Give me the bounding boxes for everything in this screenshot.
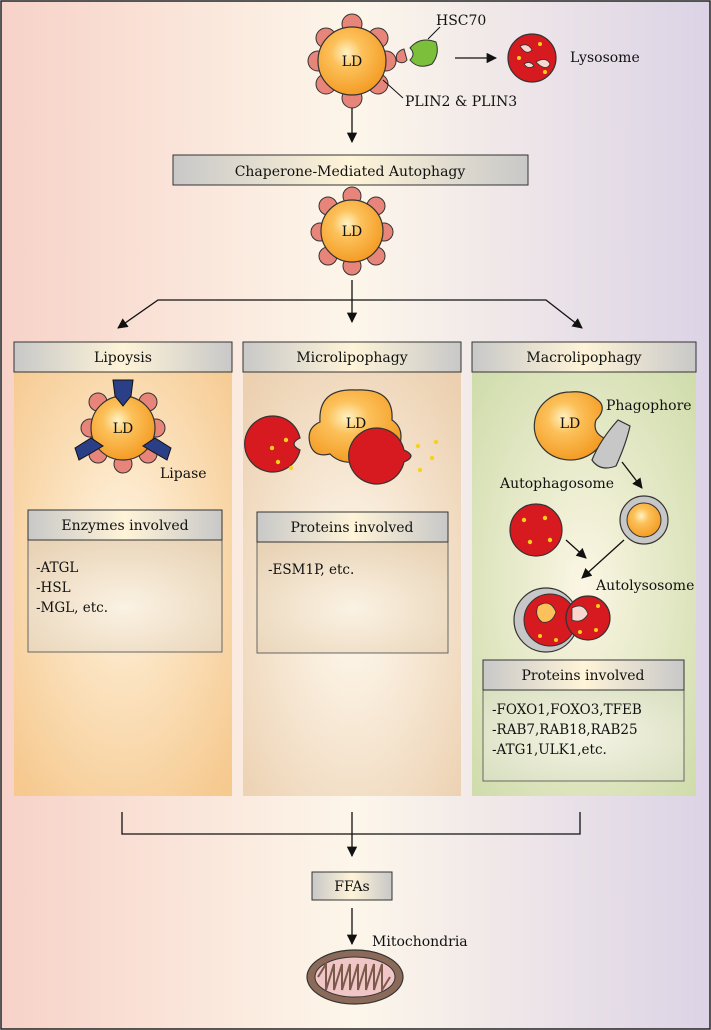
ffas-label: FFAs	[334, 879, 370, 895]
micro-ld-label: LD	[346, 416, 367, 432]
cma-ld-label: LD	[342, 224, 363, 240]
plin-label: PLIN2 & PLIN3	[405, 94, 517, 110]
top-ld-label: LD	[342, 54, 363, 70]
lipolysis-panel: Lipoysis LD Lipase Enzymes involved -ATG…	[13, 341, 233, 796]
macrolipophagy-panel: Macrolipophagy LD Phagophore Autophagoso…	[471, 341, 697, 796]
micro-lysosome-right	[348, 427, 439, 485]
macro-protein-item-2: -RAB7,RAB18,RAB25	[492, 722, 638, 738]
macro-protein-item-1: -FOXO1,FOXO3,TFEB	[492, 702, 642, 718]
cma-title: Chaperone-Mediated Autophagy	[235, 164, 466, 180]
ffas-box	[311, 871, 393, 901]
micro-proteins-box	[256, 541, 449, 654]
top-lipid-droplet: LD	[307, 13, 397, 109]
enzyme-item-2: -HSL	[36, 580, 71, 596]
enzymes-box	[27, 539, 223, 653]
lipase-label: Lipase	[160, 466, 207, 482]
lysosome-label: Lysosome	[570, 50, 640, 66]
macro-lysosome	[509, 503, 563, 557]
enzyme-item-1: -ATGL	[36, 560, 78, 576]
mitochondria-icon	[306, 949, 404, 1005]
macro-protein-item-3: -ATG1,ULK1,etc.	[492, 742, 607, 758]
converging-arrows	[121, 812, 581, 858]
macro-proteins-title: Proteins involved	[521, 668, 644, 684]
microlipophagy-panel: Microlipophagy LD Proteins involved -ESM…	[242, 341, 462, 796]
top-lysosome	[507, 33, 557, 83]
lipolysis-lipid-droplet: LD	[80, 392, 166, 474]
macrolipophagy-title: Macrolipophagy	[526, 350, 641, 366]
autophagosome-label: Autophagosome	[499, 476, 614, 492]
enzyme-item-3: -MGL, etc.	[36, 600, 108, 616]
cma-lipid-droplet: LD	[310, 186, 394, 276]
hsc70-complex	[395, 39, 438, 67]
enzymes-title: Enzymes involved	[61, 518, 188, 534]
micro-proteins-title: Proteins involved	[290, 520, 413, 536]
autolysosome-label: Autolysosome	[595, 578, 694, 594]
microlipophagy-title: Microlipophagy	[296, 350, 407, 366]
macro-lipid-droplet: LD	[533, 391, 605, 461]
autolysosome-icon	[513, 587, 611, 653]
micro-lysosome-left	[244, 415, 301, 473]
hsc70-label: HSC70	[436, 13, 486, 29]
micro-protein-item-1: -ESM1P, etc.	[268, 562, 354, 578]
lipase-icon	[74, 379, 172, 461]
autophagosome-icon	[619, 495, 669, 545]
cma-header-box	[172, 154, 529, 186]
macro-ld-label: LD	[560, 416, 581, 432]
lipolysis-ld-label: LD	[113, 421, 134, 437]
lipolysis-title: Lipoysis	[94, 350, 152, 366]
branch-arrows	[117, 280, 583, 329]
mitochondria-label: Mitochondria	[372, 934, 468, 950]
phagophore-icon	[591, 419, 631, 469]
macro-proteins-box	[482, 689, 685, 782]
phagophore-label: Phagophore	[606, 398, 692, 414]
